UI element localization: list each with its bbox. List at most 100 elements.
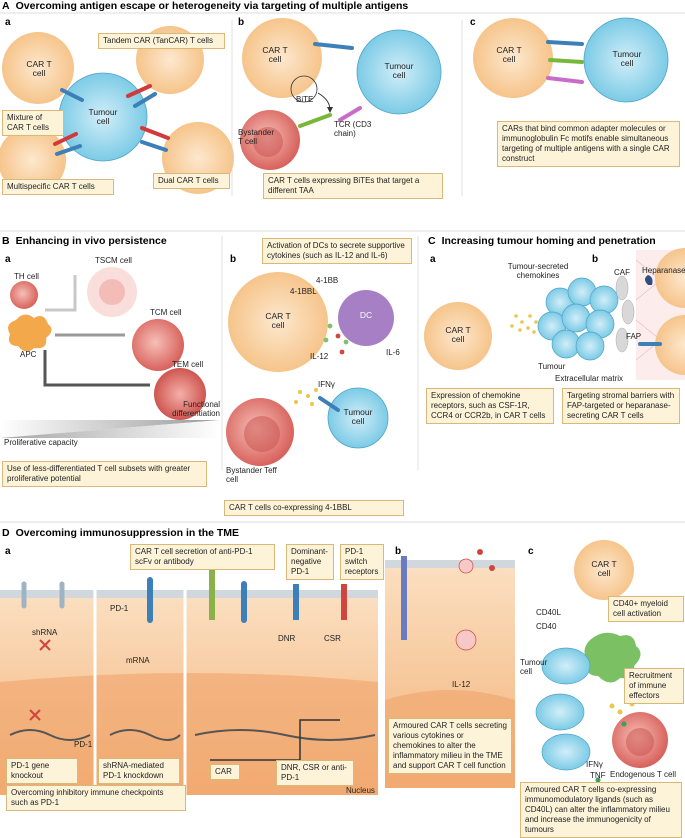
car-t-cell: [655, 248, 685, 308]
caf-label: CAF: [614, 268, 630, 277]
panel-d-b-letter: b: [395, 546, 402, 557]
panel-b-a-letter: a: [5, 254, 11, 265]
heparanase-label: Heparanase: [642, 266, 685, 275]
caf-cells: [615, 275, 635, 353]
car-t-cell: [2, 32, 74, 104]
shrna-knockdown-box: shRNA-mediated PD-1 knockdown: [98, 758, 180, 784]
tumour-cell: [356, 29, 442, 115]
tumour-label: Tumour cell: [343, 407, 373, 427]
panel-b-b-letter: b: [230, 254, 237, 265]
cd40l-label: CD40L: [536, 608, 561, 617]
car-t-label: CAR T cell: [591, 559, 617, 579]
panel-a-b-drawing: [240, 18, 442, 170]
proliferative-label: Proliferative capacity: [4, 438, 78, 447]
tumour-label: Tumour cell: [612, 49, 642, 69]
apc: [8, 314, 52, 352]
car-t-cell: [473, 18, 553, 98]
car-t-label: CAR T cell: [262, 45, 288, 65]
car-t-label: CAR T cell: [496, 45, 522, 65]
ifn-label: IFNγ: [318, 380, 335, 389]
recruitment-box: Recruitment of immune effectors: [624, 668, 684, 704]
th-label: TH cell: [14, 272, 39, 281]
dnr-box: Dominant-negative PD-1: [286, 544, 334, 580]
apc-label: APC: [20, 350, 37, 359]
dc-activation-box: Activation of DCs to secrete supportive …: [262, 238, 412, 264]
tem-cell: [154, 368, 206, 420]
tumour-cells: [535, 647, 591, 771]
l41bb-label: 4-1BB: [316, 276, 339, 285]
tumour-cell: [583, 17, 669, 103]
tnf-label: TNF: [590, 771, 606, 780]
armoured-box: Armoured CAR T cells secreting various c…: [388, 718, 512, 774]
il12-label: IL-12: [310, 352, 329, 361]
endogenous-label: Endogenous T cell: [610, 770, 676, 779]
tumour-label: Tumour cell: [88, 107, 118, 127]
tcm-cell: [132, 319, 184, 371]
dc-label: DC: [359, 310, 373, 320]
tumour-mass: [537, 277, 619, 361]
car-receptor: [60, 88, 84, 102]
mixture-box: Mixture of CAR T cells: [2, 110, 64, 136]
dnr-label: DNR: [278, 634, 296, 643]
panel-c-b-letter: b: [592, 254, 599, 265]
mrna-label: mRNA: [126, 656, 150, 665]
panel-a-b-letter: b: [238, 17, 245, 28]
bystander-label: Bystander T cell: [238, 128, 275, 147]
tumour-label: Tumour cell: [520, 658, 548, 677]
anti-pd1-box: CAR T cell secretion of anti-PD-1 scFv o…: [130, 544, 275, 570]
adapter-box: CARs that bind common adapter molecules …: [497, 121, 680, 167]
car-receptor: [140, 140, 168, 152]
tcr-label: TCR (CD3 chain): [334, 120, 372, 139]
pd1b-label: PD-1: [74, 740, 93, 749]
car-t-cell: [242, 18, 322, 98]
il6-label: IL-6: [386, 348, 400, 357]
tandem-car-box: Tandem CAR (TanCAR) T cells: [98, 33, 225, 49]
car-receptor: [53, 132, 78, 146]
car-receptor: [546, 40, 584, 46]
adapter-molecule: [546, 76, 584, 84]
cd40l-box: Armoured CAR T cells co-expressing immun…: [520, 782, 682, 838]
myeloid-box: CD40+ myeloid cell activation: [608, 596, 684, 622]
dual-car-box: Dual CAR T cells: [153, 173, 230, 189]
car-receptor: [55, 144, 82, 156]
car-receptor: [133, 92, 157, 108]
panel-b-b-drawing: [226, 272, 394, 466]
tcr-receptor: [298, 113, 332, 128]
fap-label: FAP: [626, 332, 642, 341]
ecm-label: Extracellular matrix: [555, 374, 624, 383]
car-t-cell: [574, 540, 634, 600]
car-receptor: [313, 42, 354, 50]
panel-c-drawing: [424, 248, 685, 380]
car-t-label: CAR T cell: [445, 325, 471, 345]
car-receptor: [140, 126, 170, 140]
adapter-molecule: [548, 58, 584, 64]
il12-label: IL-12: [452, 680, 471, 689]
l41bbl-label: 4-1BBL: [290, 287, 317, 296]
ifn-label: IFNγ: [586, 760, 603, 769]
tem-label: TEM cell: [172, 360, 204, 369]
multispecific-box: Multispecific CAR T cells: [2, 179, 114, 195]
knockout-box: PD-1 gene knockout: [6, 758, 78, 784]
panel-a-a-drawing: [0, 26, 234, 194]
panel-a-a-letter: a: [5, 17, 11, 28]
car-t-cell: [228, 272, 328, 372]
panel-d-c-drawing: [535, 540, 668, 783]
car-t-label: CAR T cell: [26, 59, 52, 79]
csr-box: PD-1 switch receptors: [340, 544, 384, 580]
tcm-label: TCM cell: [150, 308, 182, 317]
bite-box: CAR T cells expressing BiTEs that target…: [263, 173, 443, 199]
car-t-cell: [0, 126, 66, 194]
panel-d-a-letter: a: [5, 546, 11, 557]
cd40-label: CD40: [536, 622, 557, 631]
chemokine-receptor-box: Expression of chemokine receptors, such …: [426, 388, 554, 424]
co-express-box: CAR T cells co-expressing 4-1BBL: [224, 500, 404, 516]
car-t-cell: [655, 315, 685, 375]
panel-a-c-letter: c: [470, 17, 476, 28]
tumour-cell: [327, 387, 389, 449]
differentiation-gradient: [0, 420, 220, 438]
bite-label: BiTE: [296, 95, 314, 104]
bite-highlight: [290, 75, 318, 103]
